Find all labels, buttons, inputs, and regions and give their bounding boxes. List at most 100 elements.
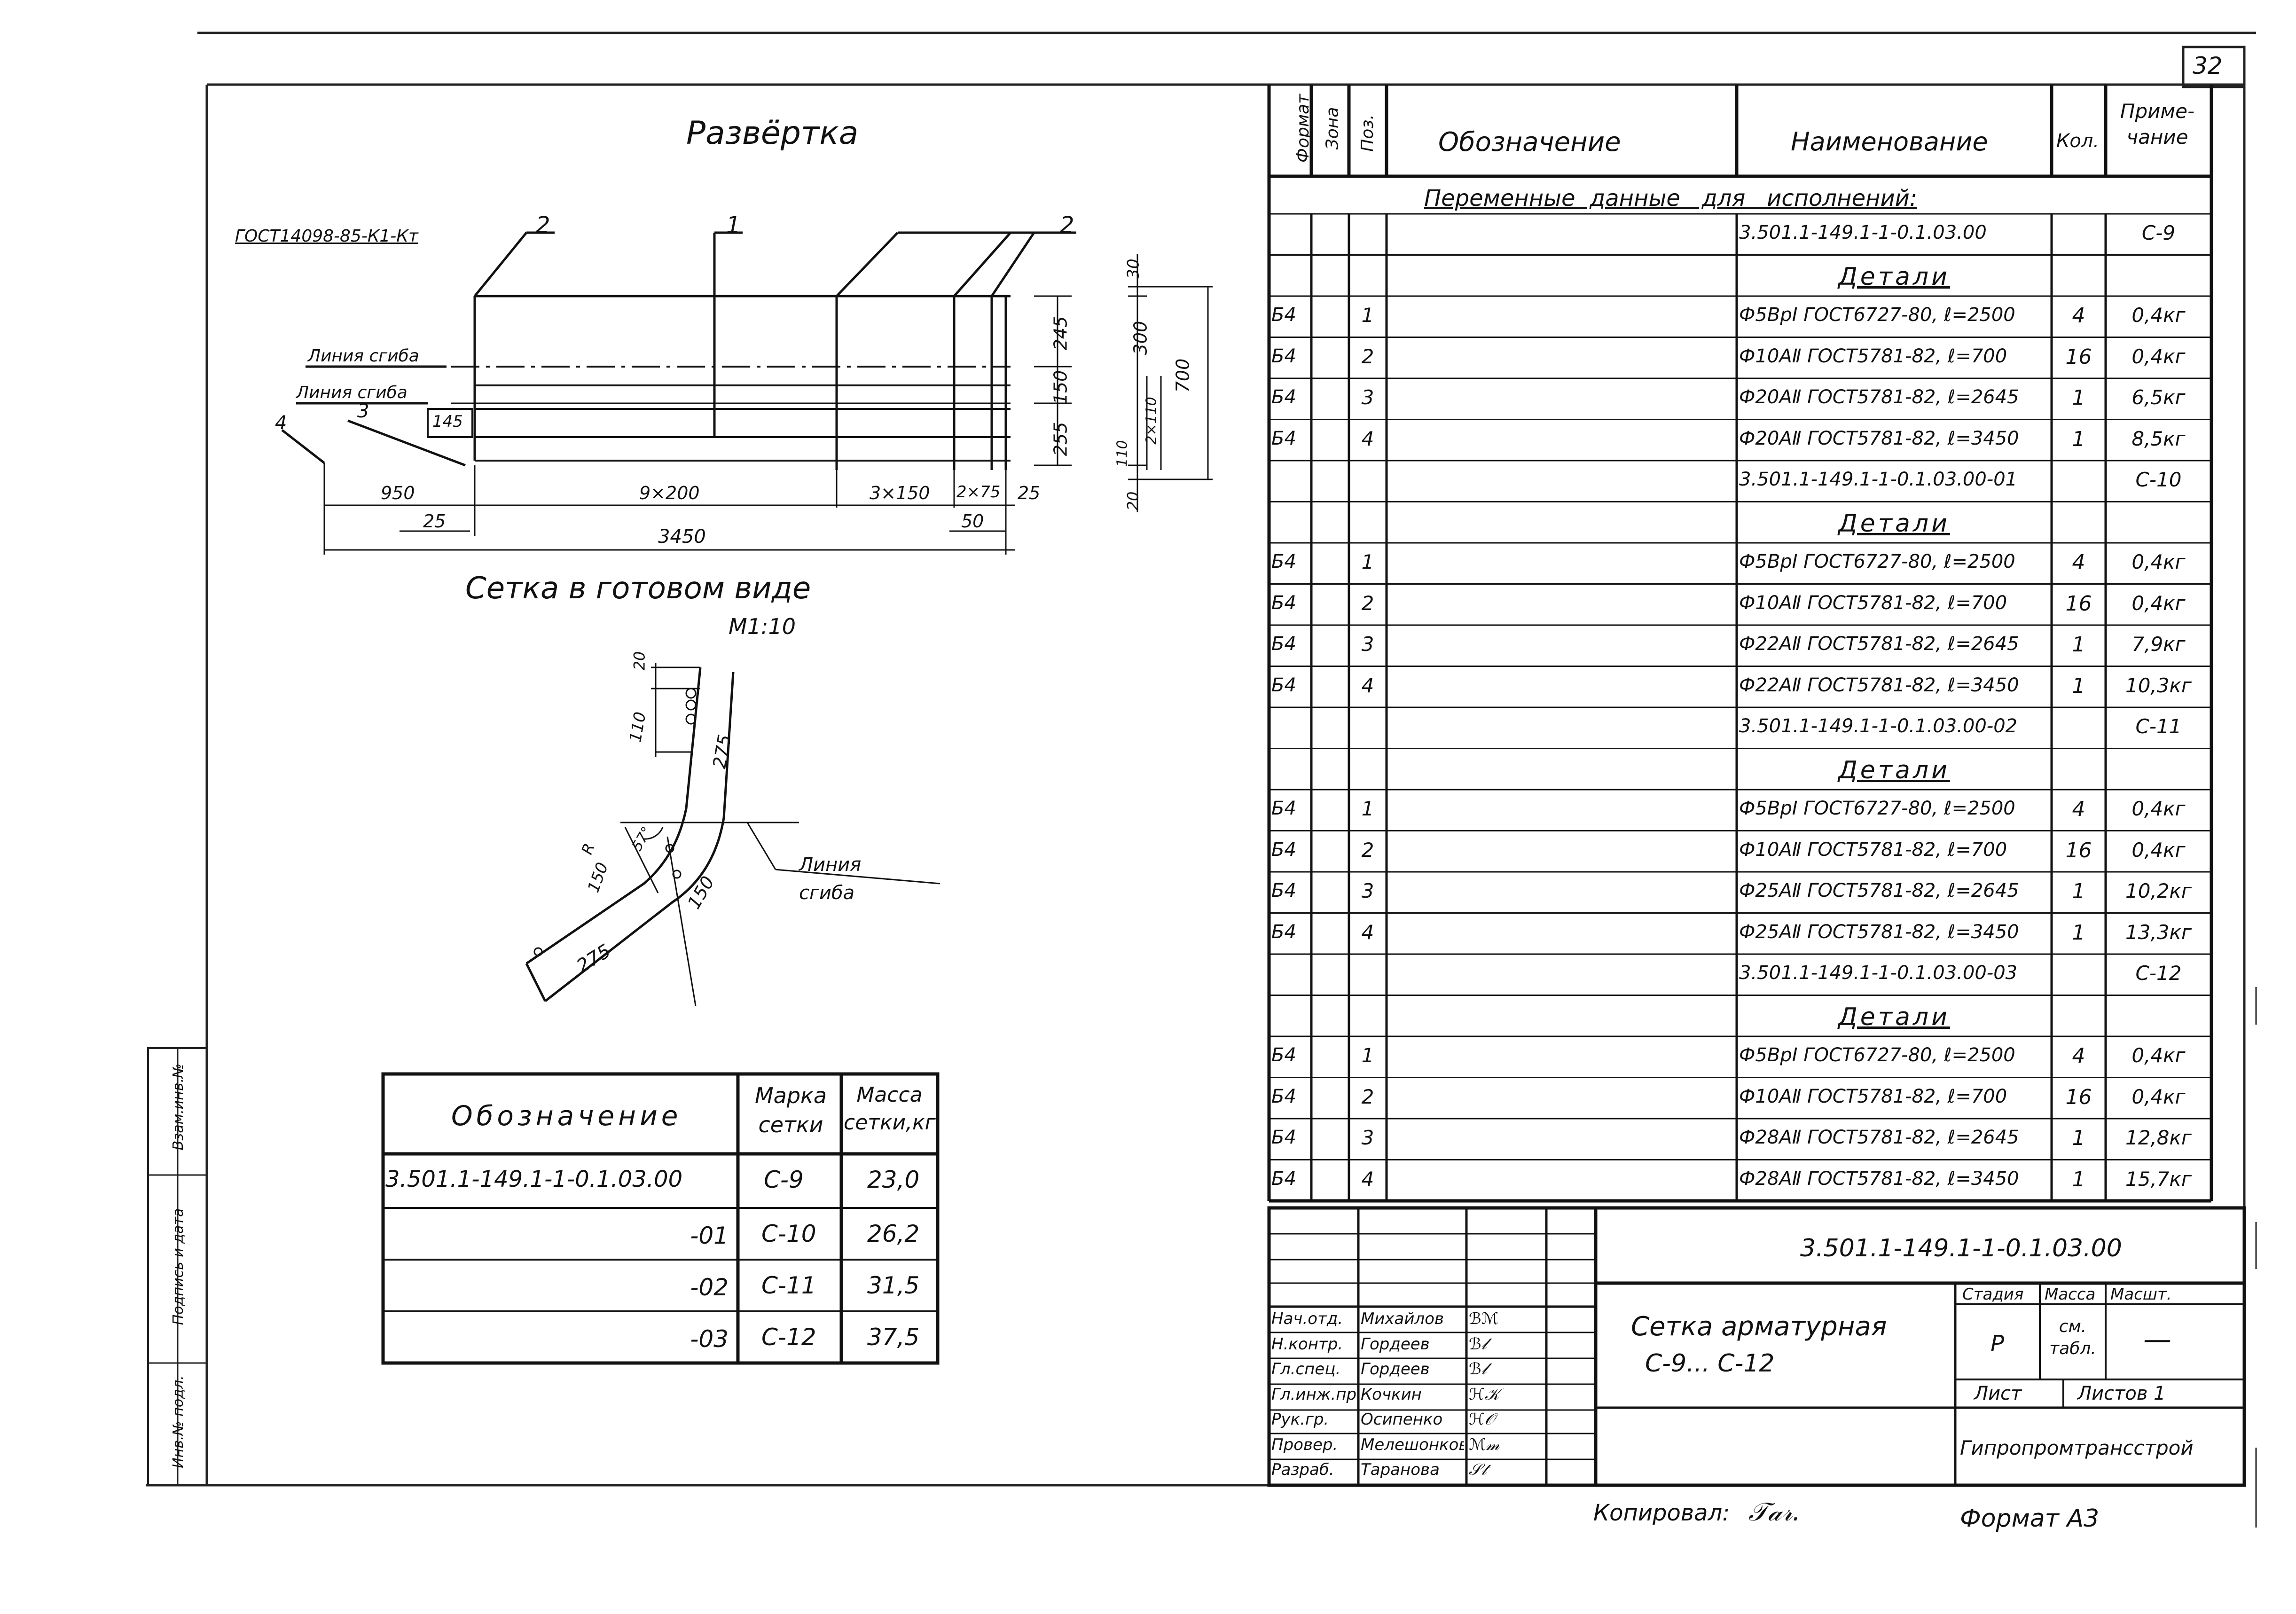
staff-signature: ℋ𝒦 bbox=[1469, 1386, 1500, 1403]
spec-row-quantity: 1 bbox=[2072, 1126, 2085, 1150]
spec-row-note: 0,4кг bbox=[2131, 345, 2186, 368]
staff-role: Гл.спец. bbox=[1271, 1361, 1341, 1379]
format-label: Формат А3 bbox=[1960, 1504, 2100, 1533]
mesh-row-mass: 23,0 bbox=[867, 1166, 920, 1193]
spec-row-note: 0,4кг bbox=[2131, 591, 2186, 615]
spec-row-position: 2 bbox=[1361, 345, 1374, 368]
spec-header-designation: Обозначение bbox=[1438, 127, 1621, 157]
mesh-row-designation: -01 bbox=[690, 1222, 729, 1249]
spec-row-quantity: 1 bbox=[2072, 920, 2085, 945]
scale-label: Масшт. bbox=[2110, 1285, 2172, 1304]
spec-row-name: 3.501.1-149.1-1-0.1.03.00 bbox=[1739, 222, 1987, 243]
spec-row-note: С-12 bbox=[2135, 962, 2182, 985]
spec-row-format: Б4 bbox=[1271, 1044, 1296, 1066]
spec-row-quantity: 16 bbox=[2065, 1085, 2092, 1109]
stage-value: Р bbox=[1990, 1331, 2004, 1357]
spec-row-format: Б4 bbox=[1271, 1127, 1296, 1148]
staff-signature: ℬℳ bbox=[1469, 1310, 1499, 1328]
spec-row-name: 3.501.1-149.1-1-0.1.03.00-02 bbox=[1739, 716, 2018, 736]
spec-header-name: Наименование bbox=[1791, 127, 1988, 157]
spec-row-name: Ф5ВрI ГОСТ6727-80, ℓ=2500 bbox=[1739, 1045, 2015, 1066]
spec-row-note: 0,4кг bbox=[2131, 1044, 2186, 1067]
copied-signature: 𝒯𝒶𝓇. bbox=[1748, 1497, 1801, 1527]
spec-row-format: Б4 bbox=[1271, 345, 1296, 367]
staff-name: Михайлов bbox=[1361, 1310, 1444, 1328]
spec-row-name: 3.501.1-149.1-1-0.1.03.00-01 bbox=[1739, 469, 2018, 490]
mesh-table-header-mark: Марка сетки bbox=[754, 1083, 827, 1138]
spec-row-format: Б4 bbox=[1271, 798, 1296, 819]
mesh-row-mark: С-10 bbox=[761, 1220, 816, 1247]
spec-row-position: 2 bbox=[1361, 591, 1374, 615]
staff-role: Разраб. bbox=[1271, 1461, 1334, 1479]
spec-row-note: 7,9кг bbox=[2131, 633, 2186, 656]
spec-row-format: Б4 bbox=[1271, 674, 1296, 696]
spec-header-qty: Кол. bbox=[2056, 130, 2100, 152]
spec-row-position: 3 bbox=[1361, 1126, 1374, 1149]
spec-row-name: Ф28АⅡ ГОСТ5781-82, ℓ=3450 bbox=[1739, 1168, 2019, 1189]
spec-row-name: Ф25АⅡ ГОСТ5781-82, ℓ=2645 bbox=[1739, 880, 2019, 901]
spec-header-note: Приме- чание bbox=[2120, 100, 2195, 149]
title-name-line1: Сетка арматурная bbox=[1631, 1311, 1887, 1342]
spec-subtitle: Переменные данные для исполнений: bbox=[1424, 185, 1918, 212]
staff-name: Гордеев bbox=[1361, 1361, 1430, 1379]
mesh-row-mass: 26,2 bbox=[867, 1220, 920, 1247]
spec-row-position: 1 bbox=[1361, 1044, 1374, 1067]
spec-row-quantity: 4 bbox=[2072, 550, 2085, 574]
mass-label: Масса bbox=[2045, 1285, 2096, 1304]
spec-row-heading: Детали bbox=[1838, 262, 1950, 291]
mesh-row-mass: 31,5 bbox=[867, 1272, 920, 1299]
spec-row-position: 4 bbox=[1361, 674, 1374, 697]
spec-row-note: 0,4кг bbox=[2131, 1085, 2186, 1108]
spec-row-quantity: 4 bbox=[2072, 1044, 2085, 1068]
spec-row-name: Ф22АⅡ ГОСТ5781-82, ℓ=3450 bbox=[1739, 674, 2019, 696]
sheet-number: 32 bbox=[2193, 52, 2223, 79]
spec-row-name: Ф20АⅡ ГОСТ5781-82, ℓ=3450 bbox=[1739, 428, 2019, 449]
staff-signature: ℬ𝓁 bbox=[1469, 1361, 1487, 1379]
mesh-row-designation: 3.501.1-149.1-1-0.1.03.00 bbox=[385, 1166, 683, 1192]
scale-value: — bbox=[2143, 1323, 2171, 1356]
spec-row-note: С-11 bbox=[2135, 715, 2182, 738]
spec-row-heading: Детали bbox=[1838, 509, 1950, 538]
spec-row-format: Б4 bbox=[1271, 1085, 1296, 1107]
spec-row-name: Ф25АⅡ ГОСТ5781-82, ℓ=3450 bbox=[1739, 921, 2019, 942]
spec-row-note: 10,2кг bbox=[2125, 879, 2192, 902]
spec-row-name: Ф10АⅡ ГОСТ5781-82, ℓ=700 bbox=[1739, 345, 2007, 367]
mesh-row-mark: С-11 bbox=[761, 1272, 816, 1299]
spec-row-quantity: 4 bbox=[2072, 304, 2085, 328]
staff-signature: 𝒮𝓉 bbox=[1469, 1461, 1487, 1479]
dim-3x150: 3×150 bbox=[870, 483, 930, 503]
spec-row-quantity: 1 bbox=[2072, 674, 2085, 698]
spec-row-note: 8,5кг bbox=[2131, 427, 2186, 450]
staff-signature: ℋ𝒪 bbox=[1469, 1411, 1495, 1429]
spec-row-heading: Детали bbox=[1838, 1003, 1950, 1031]
gost-label: ГОСТ14098-85-К1-Кт bbox=[235, 227, 418, 246]
dim-9x200: 9×200 bbox=[639, 483, 700, 503]
spec-row-name: Ф10АⅡ ГОСТ5781-82, ℓ=700 bbox=[1739, 839, 2007, 860]
spec-row-format: Б4 bbox=[1271, 386, 1296, 408]
dim-950: 950 bbox=[381, 483, 415, 503]
dim-145: 145 bbox=[432, 412, 463, 431]
spec-row-quantity: 1 bbox=[2072, 633, 2085, 657]
spec-row-format: Б4 bbox=[1271, 633, 1296, 655]
spec-row-quantity: 1 bbox=[2072, 879, 2085, 903]
spec-row-position: 4 bbox=[1361, 427, 1374, 450]
spec-row-note: 13,3кг bbox=[2125, 920, 2192, 944]
spec-row-note: 15,7кг bbox=[2125, 1167, 2192, 1191]
spec-row-format: Б4 bbox=[1271, 304, 1296, 326]
spec-row-position: 1 bbox=[1361, 304, 1374, 327]
stage-label: Стадия bbox=[1962, 1285, 2024, 1304]
finished-scale: М1:10 bbox=[729, 614, 796, 639]
staff-signature: ℳ𝓂 bbox=[1469, 1436, 1500, 1454]
spec-row-name: Ф5ВрI ГОСТ6727-80, ℓ=2500 bbox=[1739, 551, 2015, 572]
callout-3: 3 bbox=[357, 400, 369, 422]
staff-name: Осипенко bbox=[1361, 1411, 1443, 1429]
spec-row-format: Б4 bbox=[1271, 921, 1296, 943]
title-doc-code: 3.501.1-149.1-1-0.1.03.00 bbox=[1800, 1234, 2122, 1262]
mesh-row-mark: С-9 bbox=[764, 1166, 804, 1193]
spec-row-position: 4 bbox=[1361, 1167, 1374, 1191]
spec-row-name: 3.501.1-149.1-1-0.1.03.00-03 bbox=[1739, 963, 2018, 983]
spec-row-format: Б4 bbox=[1271, 427, 1296, 449]
